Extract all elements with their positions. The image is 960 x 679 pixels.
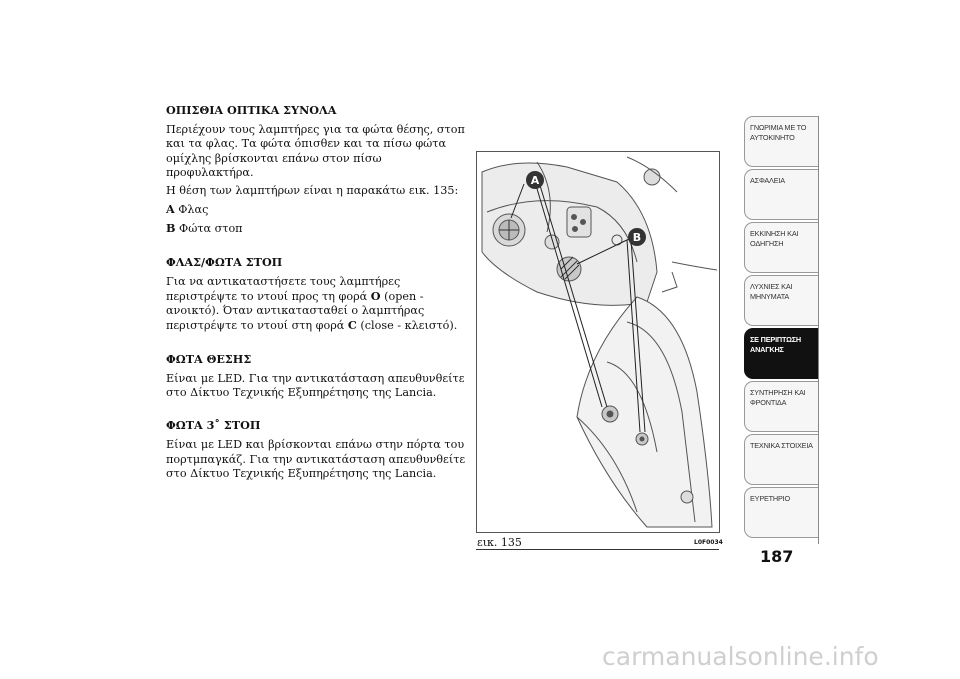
paragraph-position-lights: Είναι με LED. Για την αντικατάσταση απευ… (166, 371, 465, 400)
legend-letter-a: A (166, 202, 175, 217)
page-number: 187 (760, 547, 794, 566)
callout-b-label: B (633, 231, 641, 244)
heading-third-stop: ΦΩΤΑ 3˚ ΣΤΟΠ (166, 418, 261, 433)
callout-a-label: A (531, 174, 540, 187)
heading-indicator-stop: ΦΛΑΣ/ΦΩΤΑ ΣΤΟΠ (166, 254, 283, 269)
legend-text-b: Φώτα στοπ (179, 222, 243, 236)
tab-safety[interactable]: ΑΣΦΑΛΕΙΑ (744, 169, 818, 220)
paragraph-rear-lights: Περιέχουν τους λαμπτήρες για τα φώτα θέσ… (166, 123, 465, 179)
chapter-tabs: ΓΝΩΡΙΜΙΑ ΜΕ ΤΟ ΑΥΤΟΚΙΝΗΤΟ ΑΣΦΑΛΕΙΑ ΕΚΚΙΝ… (744, 116, 818, 540)
paragraph-third-stop: Είναι με LED και βρίσκονται επάνω στην π… (166, 438, 466, 480)
tab-warning-lights[interactable]: ΛΥΧΝΙΕΣ ΚΑΙ ΜΗΝΥΜΑΤΑ (744, 275, 818, 326)
heading-rear-lights: ΟΠΙΣΘΙΑ ΟΠΤΙΚΑ ΣΥΝΟΛΑ (166, 103, 337, 117)
watermark: carmanualsonline.info (602, 642, 879, 671)
tab-technical-data[interactable]: ΤΕΧΝΙΚΑ ΣΤΟΙΧΕΙΑ (744, 434, 818, 485)
legend-text-a: Φλας (178, 203, 209, 217)
tab-emergency[interactable]: ΣΕ ΠΕΡΙΠΤΩΣΗ ΑΝΑΓΚΗΣ (744, 328, 818, 379)
legend-item-a: A Φλας (166, 202, 466, 217)
tab-getting-to-know[interactable]: ΓΝΩΡΙΜΙΑ ΜΕ ΤΟ ΑΥΤΟΚΙΝΗΤΟ (744, 116, 818, 167)
legend-letter-b: B (166, 221, 176, 236)
callout-b-circle (628, 228, 646, 246)
tab-starting-driving[interactable]: ΕΚΚΙΝΗΣΗ ΚΑΙ ΟΔΗΓΗΣΗ (744, 222, 818, 273)
tab-divider (818, 116, 819, 544)
heading-position-lights: ΦΩΤΑ ΘΕΣΗΣ (166, 351, 252, 366)
tab-maintenance[interactable]: ΣΥΝΤΗΡΗΣΗ ΚΑΙ ΦΡΟΝΤΙΔΑ (744, 381, 818, 432)
callout-a-circle (526, 171, 544, 189)
main-text-column: ΟΠΙΣΘΙΑ ΟΠΤΙΚΑ ΣΥΝΟΛΑ Περιέχουν τους λαμ… (166, 103, 466, 485)
tail-light-drawing: A B (481, 156, 718, 528)
figure-caption: εικ. 135 (477, 536, 522, 549)
paragraph-bulb-position: Η θέση των λαμπτήρων είναι η παρακάτω ει… (166, 184, 459, 198)
figure-code: L0F0034 (694, 539, 723, 546)
rear-light-illustration: A B (476, 151, 720, 533)
paragraph-indicator-stop: Για να αντικαταστήσετε τους λαμπτήρες πε… (166, 274, 458, 333)
figure-rule (476, 549, 719, 550)
legend-item-b: B Φώτα στοπ (166, 221, 466, 236)
tab-index[interactable]: ΕΥΡΕΤΗΡΙΟ (744, 487, 818, 538)
